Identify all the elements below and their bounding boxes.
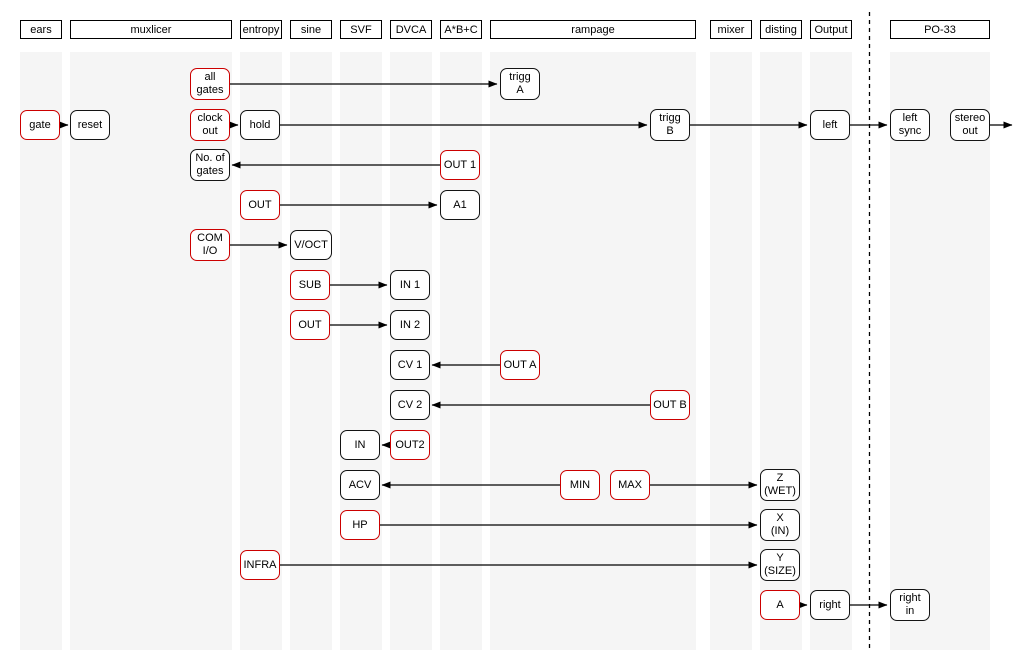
jack-hp[interactable]: HP: [340, 510, 380, 540]
jack-stereo-out[interactable]: stereo out: [950, 109, 990, 141]
jack-gate[interactable]: gate: [20, 110, 60, 140]
module-header-sine[interactable]: sine: [290, 20, 332, 39]
lane-output: [810, 52, 852, 650]
module-header-dvca[interactable]: DVCA: [390, 20, 432, 39]
jack-all-gates[interactable]: all gates: [190, 68, 230, 100]
jack-infra[interactable]: INFRA: [240, 550, 280, 580]
jack-in-svf[interactable]: IN: [340, 430, 380, 460]
jack-cv-2[interactable]: CV 2: [390, 390, 430, 420]
jack-sub[interactable]: SUB: [290, 270, 330, 300]
module-header-ears[interactable]: ears: [20, 20, 62, 39]
lane-sine: [290, 52, 332, 650]
jack-left-sync[interactable]: left sync: [890, 109, 930, 141]
module-header-mixer[interactable]: mixer: [710, 20, 752, 39]
jack-left[interactable]: left: [810, 110, 850, 140]
jack-clock-out[interactable]: clock out: [190, 109, 230, 141]
jack-trigg-b[interactable]: trigg B: [650, 109, 690, 141]
lane-svf: [340, 52, 382, 650]
jack-out-sine[interactable]: OUT: [290, 310, 330, 340]
jack-in-1[interactable]: IN 1: [390, 270, 430, 300]
jack-acv[interactable]: ACV: [340, 470, 380, 500]
module-header-entropy[interactable]: entropy: [240, 20, 282, 39]
jack-a1[interactable]: A1: [440, 190, 480, 220]
jack-max[interactable]: MAX: [610, 470, 650, 500]
module-header-rampage[interactable]: rampage: [490, 20, 696, 39]
lane-ears: [20, 52, 62, 650]
jack-no-of-gates[interactable]: No. of gates: [190, 149, 230, 181]
jack-hold[interactable]: hold: [240, 110, 280, 140]
module-header-output[interactable]: Output: [810, 20, 852, 39]
jack-out-b[interactable]: OUT B: [650, 390, 690, 420]
jack-x-in[interactable]: X (IN): [760, 509, 800, 541]
jack-z-wet[interactable]: Z (WET): [760, 469, 800, 501]
jack-a[interactable]: A: [760, 590, 800, 620]
jack-trigg-a[interactable]: trigg A: [500, 68, 540, 100]
lane-po33: [890, 52, 990, 650]
module-header-po33[interactable]: PO-33: [890, 20, 990, 39]
jack-cv-1[interactable]: CV 1: [390, 350, 430, 380]
jack-in-2[interactable]: IN 2: [390, 310, 430, 340]
jack-com-io[interactable]: COM I/O: [190, 229, 230, 261]
module-header-abc[interactable]: A*B+C: [440, 20, 482, 39]
lane-mixer: [710, 52, 752, 650]
jack-out2[interactable]: OUT2: [390, 430, 430, 460]
jack-out-1[interactable]: OUT 1: [440, 150, 480, 180]
jack-v-oct[interactable]: V/OCT: [290, 230, 332, 260]
jack-right[interactable]: right: [810, 590, 850, 620]
module-header-svf[interactable]: SVF: [340, 20, 382, 39]
jack-y-size[interactable]: Y (SIZE): [760, 549, 800, 581]
jack-min[interactable]: MIN: [560, 470, 600, 500]
module-header-disting[interactable]: disting: [760, 20, 802, 39]
jack-out-entropy[interactable]: OUT: [240, 190, 280, 220]
jack-out-a[interactable]: OUT A: [500, 350, 540, 380]
module-header-muxlicer[interactable]: muxlicer: [70, 20, 232, 39]
jack-reset[interactable]: reset: [70, 110, 110, 140]
jack-right-in[interactable]: right in: [890, 589, 930, 621]
